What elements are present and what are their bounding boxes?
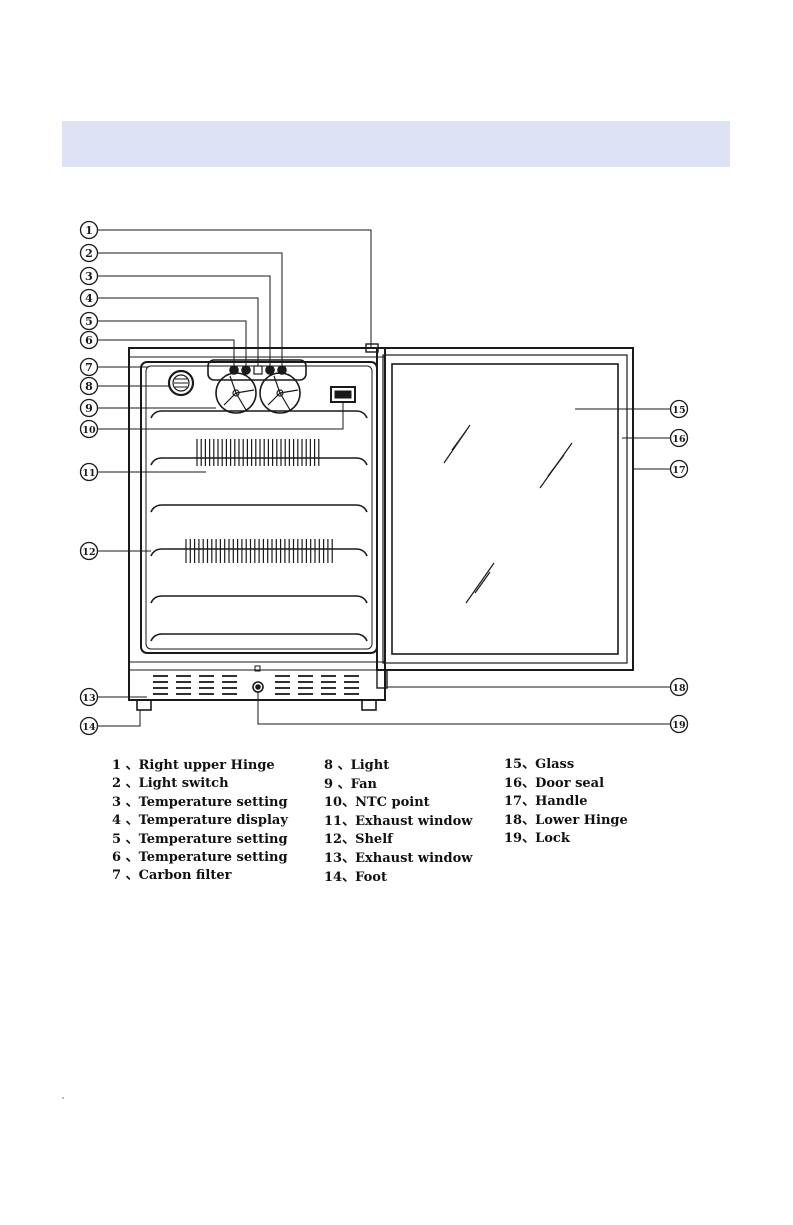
callout-number-4: 4: [85, 292, 93, 305]
legend-item: 9 、Fan: [324, 776, 377, 792]
legend-item: 19、Lock: [504, 831, 570, 847]
exhaust-grill-left: [153, 675, 237, 701]
callout-number-17: 17: [672, 465, 685, 476]
callout-19: 19: [669, 714, 689, 734]
button-5: [241, 365, 251, 375]
callout-18: 18: [669, 677, 689, 697]
legend-item: 11、Exhaust window: [324, 813, 473, 829]
callout-number-16: 16: [672, 434, 686, 445]
leader-line-6: [98, 339, 235, 366]
legend-item: 16、Door seal: [504, 775, 605, 791]
callout-3: 3: [79, 266, 99, 286]
callout-10: 10: [79, 419, 99, 439]
callout-4: 4: [79, 288, 99, 308]
button-3: [265, 365, 275, 375]
exhaust-window-upper: [196, 439, 320, 466]
callout-15: 15: [669, 399, 689, 419]
callout-1: 1: [79, 220, 99, 240]
legend-item: 18、Lower Hinge: [504, 812, 628, 828]
callout-2: 2: [79, 243, 99, 263]
callout-14: 14: [79, 716, 99, 736]
section-header-banner: [62, 121, 730, 167]
callout-number-3: 3: [85, 270, 93, 283]
leader-line-1: [98, 229, 372, 348]
leader-line-14: [98, 710, 141, 727]
lower-hinge: [376, 669, 388, 689]
cabinet-inner-liner: [140, 361, 378, 654]
legend-item: 10、NTC point: [324, 795, 430, 811]
callout-9: 9: [79, 398, 99, 418]
callout-11: 11: [79, 462, 99, 482]
leader-line-4: [98, 297, 259, 366]
callout-number-8: 8: [85, 380, 93, 393]
leader-line-10: [98, 402, 344, 430]
legend-item: 17、Handle: [504, 794, 588, 810]
callout-12: 12: [79, 541, 99, 561]
callout-number-14: 14: [82, 722, 96, 733]
foot-right: [361, 699, 377, 711]
legend-item: 1 、Right upper Hinge: [112, 758, 275, 773]
callout-17: 17: [669, 459, 689, 479]
fan-right: [259, 372, 301, 414]
temp-display: [253, 365, 263, 375]
callout-number-15: 15: [672, 405, 685, 416]
glass-pane: [391, 363, 619, 655]
callout-number-19: 19: [672, 720, 686, 731]
callout-number-1: 1: [85, 224, 93, 237]
legend-item: 14、Foot: [324, 869, 387, 885]
legend-item: 8 、Light: [324, 758, 390, 773]
callout-number-12: 12: [82, 547, 95, 558]
callout-number-9: 9: [85, 402, 93, 415]
callout-5: 5: [79, 311, 99, 331]
glass-door-frame: [376, 347, 634, 671]
callout-number-18: 18: [672, 683, 686, 694]
callout-number-10: 10: [82, 425, 96, 436]
fan-left: [215, 372, 257, 414]
legend-item: 7 、Carbon filter: [112, 868, 232, 884]
callout-number-5: 5: [85, 315, 93, 328]
shelves: [150, 410, 368, 642]
callout-8: 8: [79, 376, 99, 396]
leader-line-2: [98, 252, 283, 366]
callout-7: 7: [79, 357, 99, 377]
callout-number-7: 7: [85, 361, 93, 374]
callout-number-11: 11: [82, 468, 95, 479]
leader-line-3: [98, 275, 271, 366]
leader-line-19: [257, 692, 670, 725]
legend-item: 12、Shelf: [324, 832, 393, 848]
exhaust-window-lower: [185, 539, 333, 563]
legend-item: 5 、Temperature setting: [112, 831, 288, 847]
control-panel: [207, 359, 307, 381]
cabinet-body: [128, 347, 386, 701]
legend-item: 2 、Light switch: [112, 776, 229, 792]
legend-item: 4 、Temperature display: [112, 813, 288, 829]
foot-left: [136, 699, 152, 711]
legend-item: 13、Exhaust window: [324, 851, 473, 866]
callout-13: 13: [79, 687, 99, 707]
glass-door-seal: [382, 354, 628, 664]
carbon-filter: [167, 369, 195, 397]
glass-reflections: [443, 424, 573, 604]
callout-6: 6: [79, 330, 99, 350]
legend-item: 3 、Temperature setting: [112, 794, 288, 810]
callout-number-2: 2: [85, 247, 93, 260]
legend-item: 6 、Temperature setting: [112, 850, 288, 865]
callout-number-6: 6: [85, 334, 93, 347]
page-dot: [62, 1097, 64, 1099]
callout-16: 16: [669, 428, 689, 448]
exhaust-grill-right: [275, 675, 359, 701]
leader-line-5: [98, 320, 247, 366]
callout-number-13: 13: [82, 693, 95, 704]
legend-item: 15、Glass: [504, 757, 575, 772]
